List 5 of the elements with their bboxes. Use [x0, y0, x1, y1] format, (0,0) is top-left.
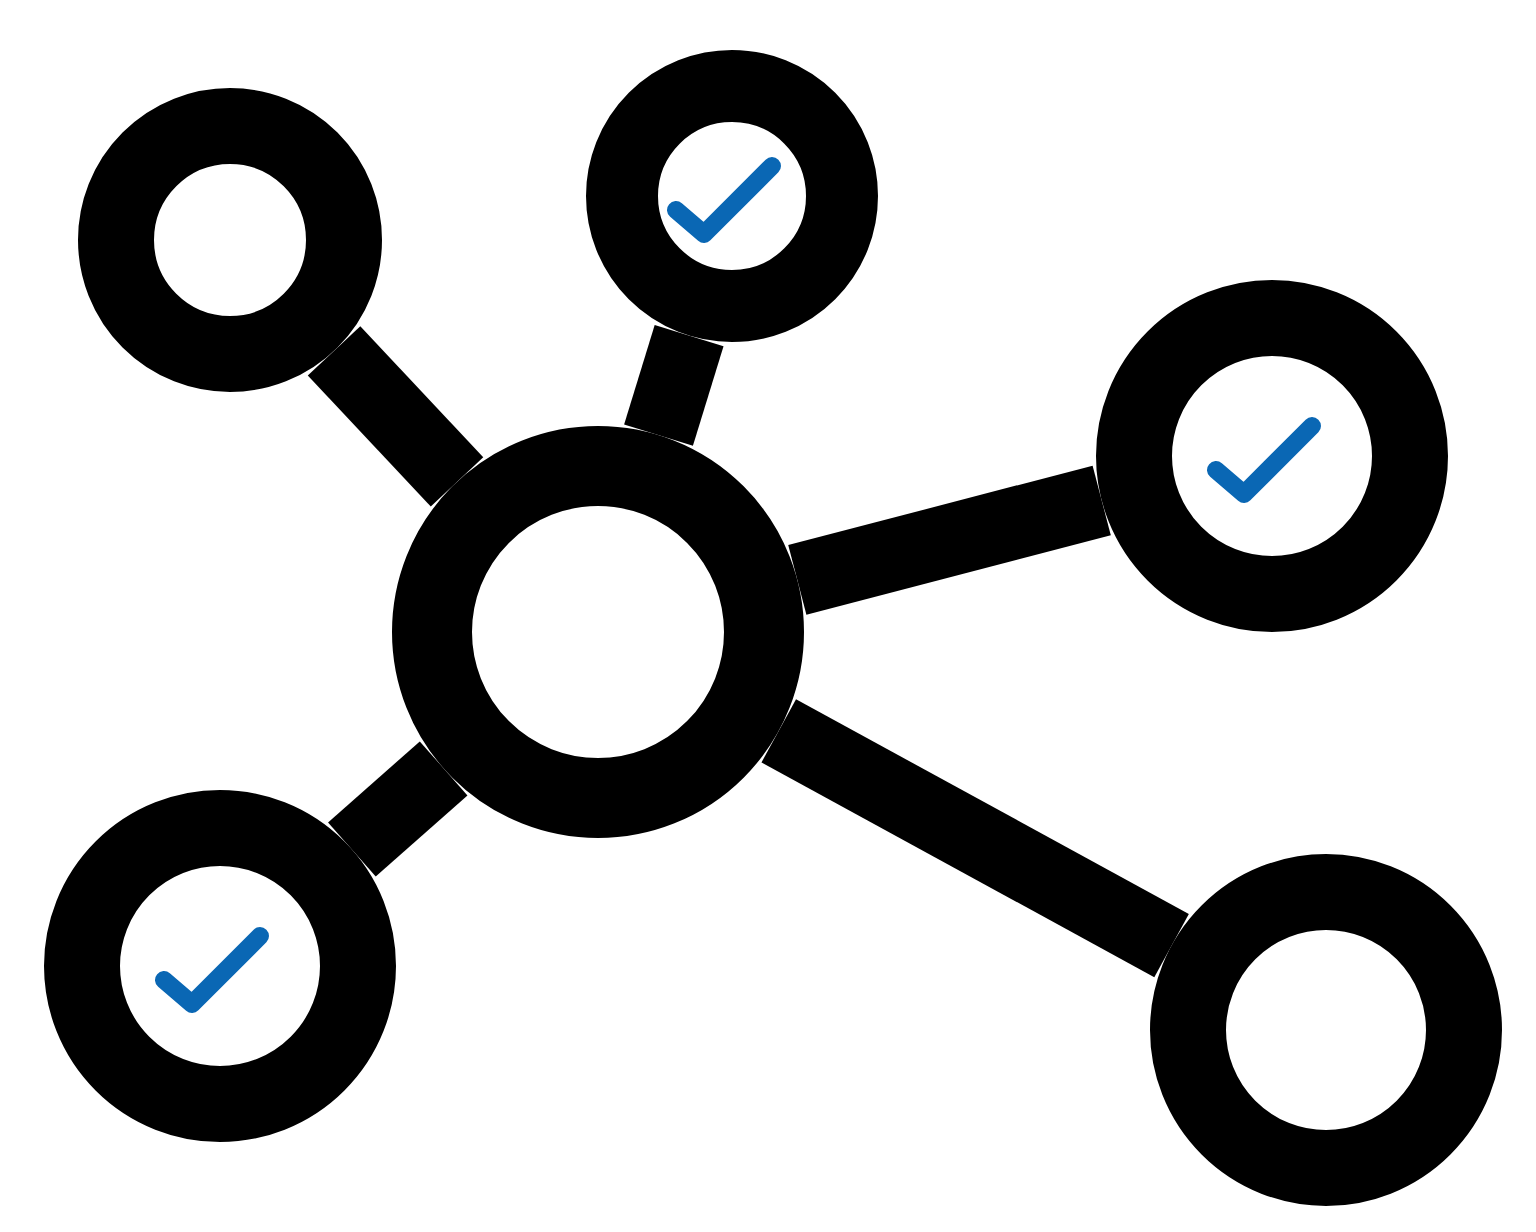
- connector-line: [788, 465, 1111, 615]
- connector-line: [761, 699, 1189, 978]
- connector-line: [624, 324, 724, 446]
- connector-line: [328, 741, 468, 877]
- connector-line: [307, 326, 484, 507]
